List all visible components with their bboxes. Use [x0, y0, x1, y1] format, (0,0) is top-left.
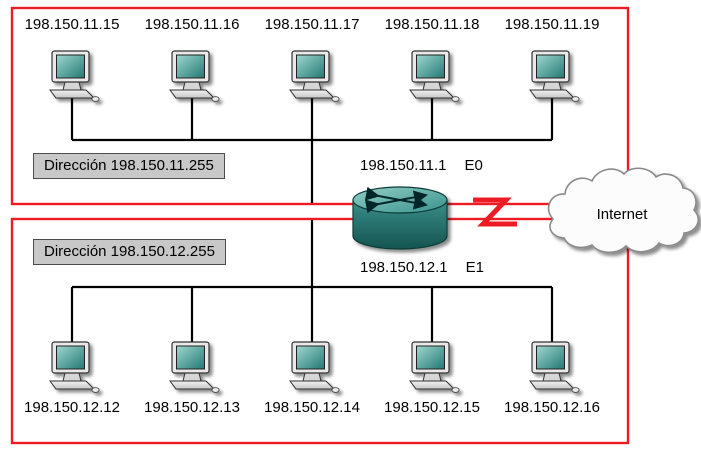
workstation-icon	[289, 50, 340, 102]
host-ip-label: 198.150.11.17	[264, 16, 360, 33]
router-interface-e0-label: 198.150.11.1 E0	[360, 157, 483, 174]
workstation-icon	[49, 50, 100, 102]
router-icon	[352, 186, 448, 250]
workstation-icon	[169, 341, 220, 393]
router-e1-ip: 198.150.12.1	[360, 259, 448, 276]
router-e0-port: E0	[464, 157, 483, 174]
broadcast-address-label-bottom: Dirección 198.150.12.255	[33, 239, 226, 265]
host-ip-label: 198.150.12.16	[504, 399, 600, 416]
lightning-bolt-icon	[473, 197, 517, 227]
host-ip-label: 198.150.11.19	[504, 16, 600, 33]
workstation-icon	[409, 50, 460, 102]
internet-label: Internet	[596, 206, 648, 223]
workstation-icon	[169, 50, 220, 102]
router-interface-e1-label: 198.150.12.1 E1	[360, 259, 484, 276]
host-ip-label: 198.150.12.12	[24, 399, 120, 416]
router-arrows	[364, 186, 428, 214]
internet-cloud-icon	[547, 167, 700, 254]
broadcast-address-label-top: Dirección 198.150.11.255	[33, 153, 225, 179]
ethernet-cables	[70, 60, 554, 360]
router-e0-ip: 198.150.11.1	[360, 157, 447, 174]
subnet-1-border	[10, 6, 630, 206]
cloud-outline	[547, 167, 700, 254]
workstation-icon	[49, 341, 100, 393]
host-ip-label: 198.150.11.18	[384, 16, 480, 33]
host-ip-label: 198.150.12.14	[264, 399, 360, 416]
host-ip-label: 198.150.12.13	[144, 399, 240, 416]
host-ip-label: 198.150.12.15	[384, 399, 480, 416]
subnet-2-border	[10, 217, 630, 445]
host-ip-label: 198.150.11.15	[24, 16, 120, 33]
workstation-icon	[289, 341, 340, 393]
host-ip-label: 198.150.11.16	[144, 16, 240, 33]
workstation-icon	[529, 341, 580, 393]
router-e1-port: E1	[465, 259, 484, 276]
workstation-icon	[529, 50, 580, 102]
workstation-icon	[409, 341, 460, 393]
